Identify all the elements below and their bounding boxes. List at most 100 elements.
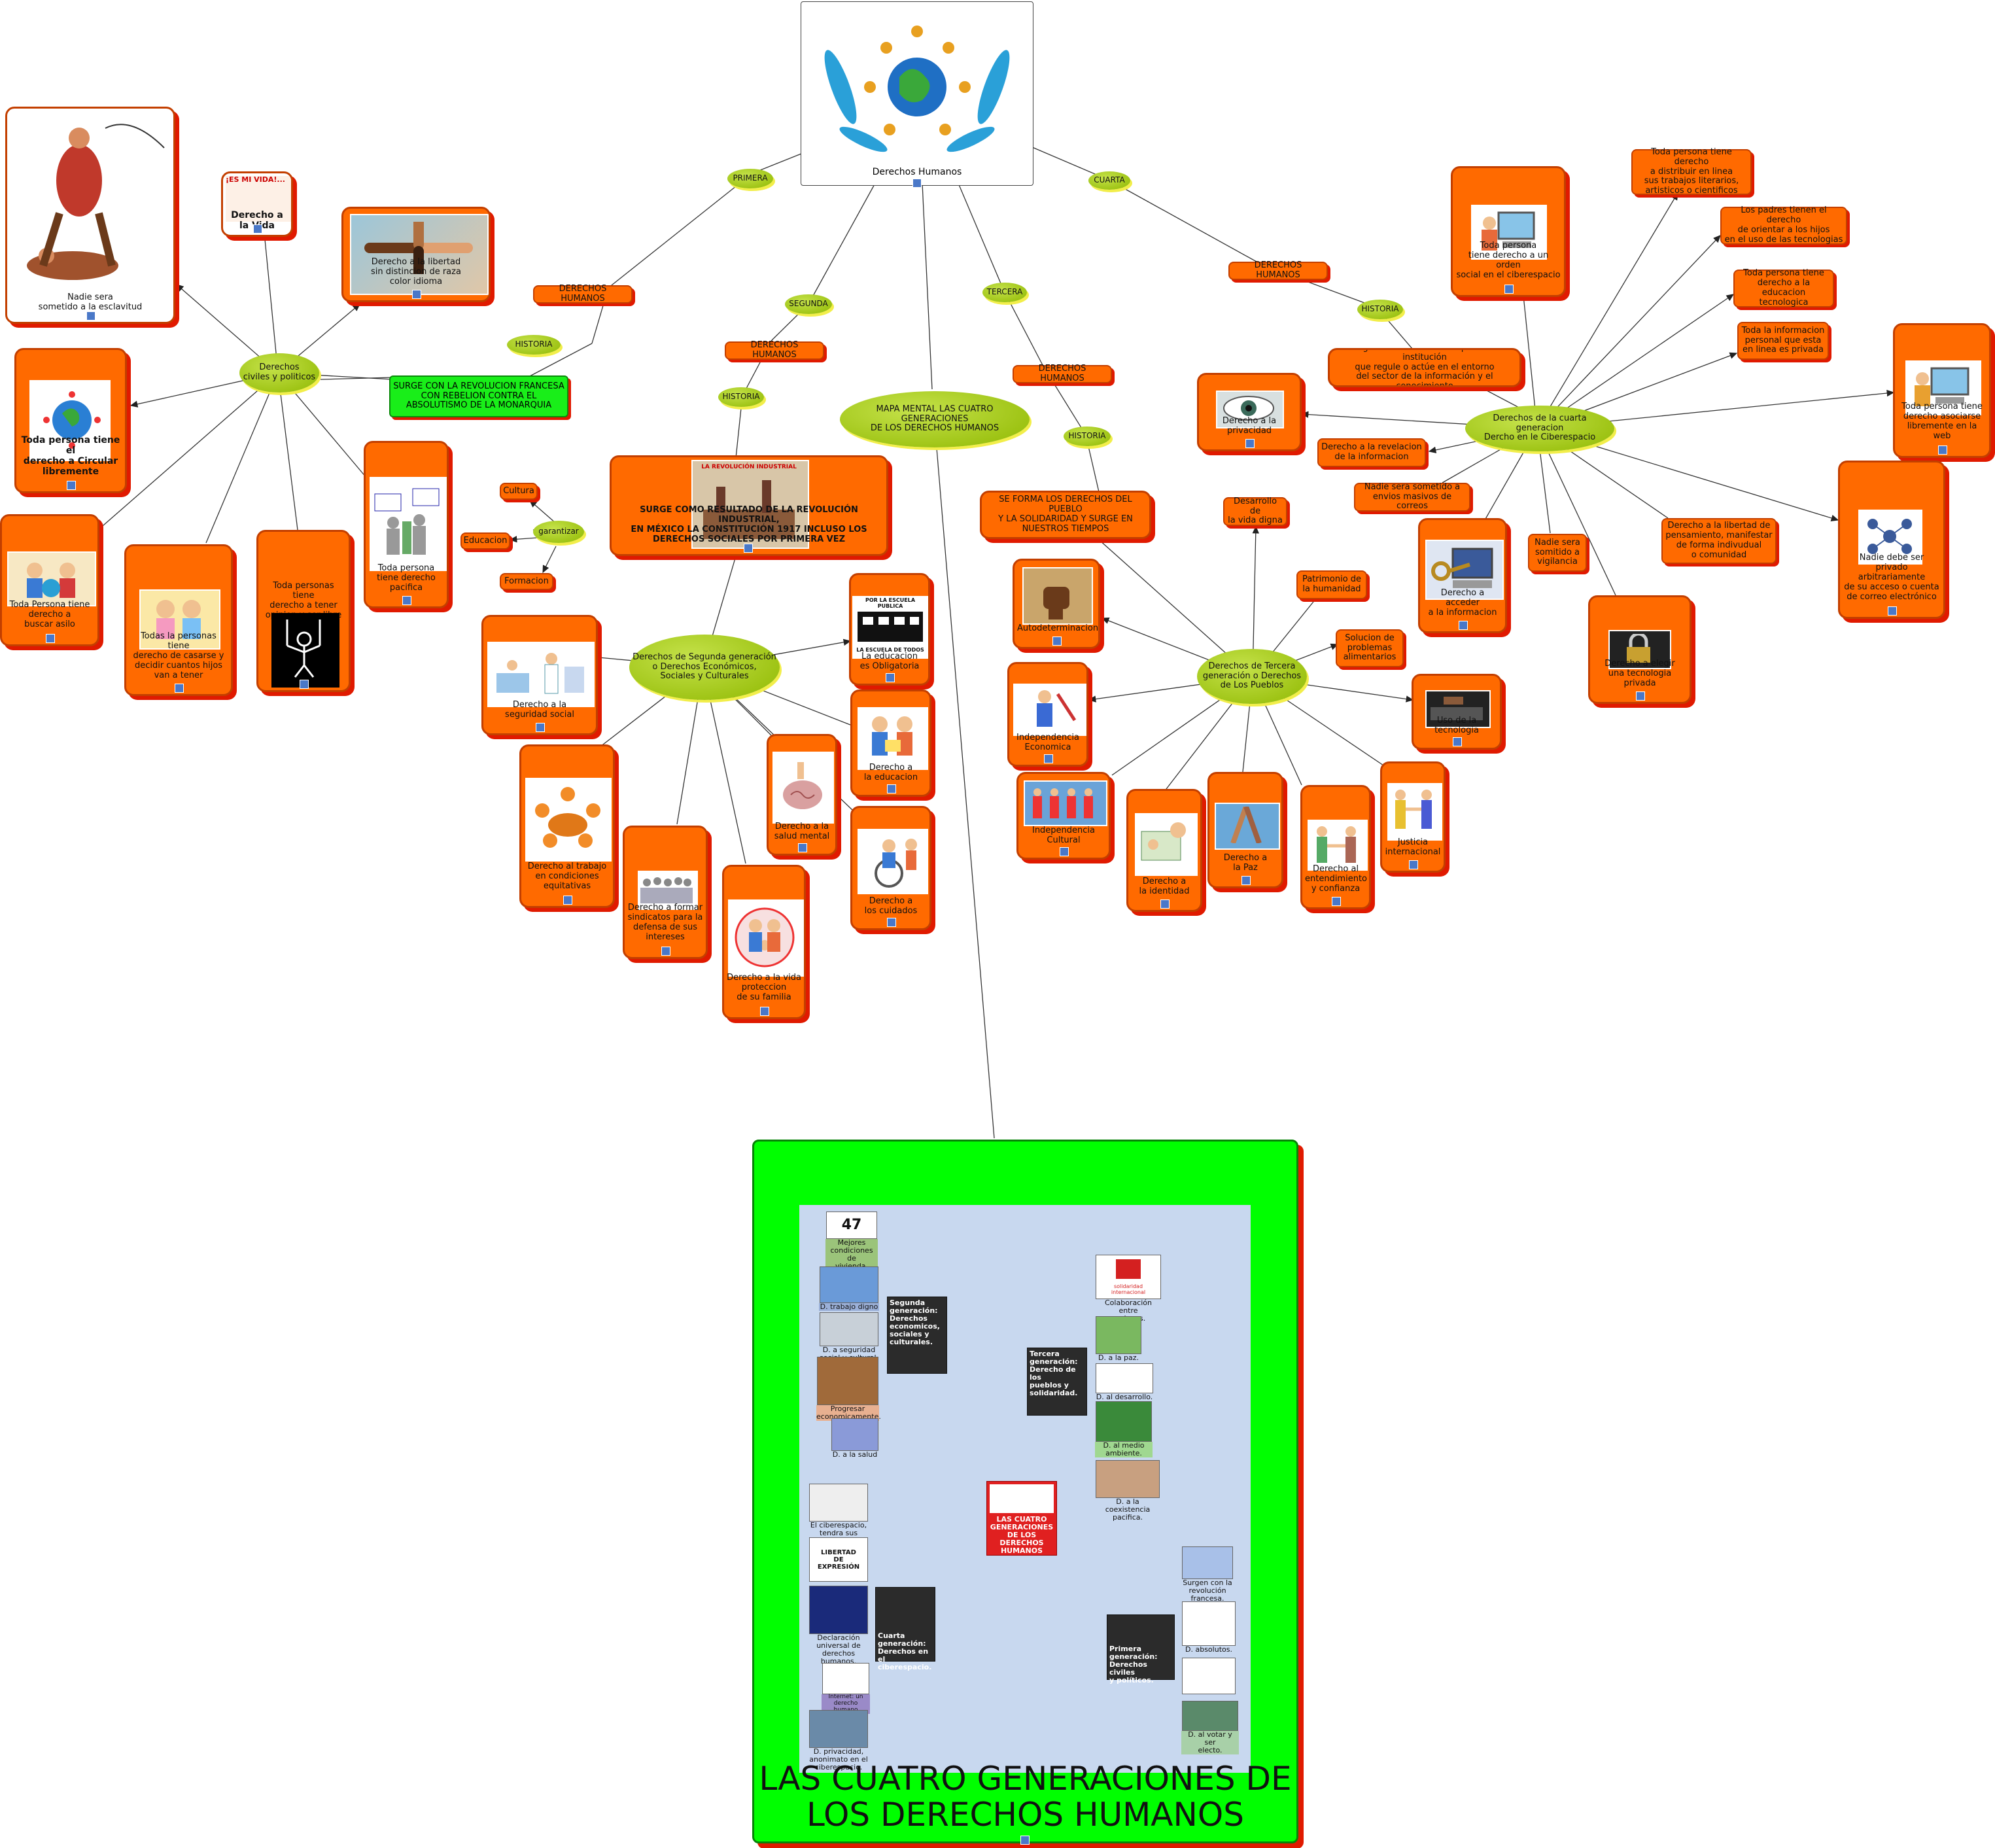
attachment-icon[interactable] — [912, 179, 922, 188]
emb-desarrollo[interactable]: D. al desarrollo. — [1095, 1363, 1154, 1401]
attachment-icon[interactable] — [253, 224, 262, 234]
card-autodeterminacion[interactable]: Autodeterminacion — [1013, 559, 1100, 649]
card-sindicatos[interactable]: Derecho a formar sindicatos para la defe… — [623, 826, 708, 959]
attachment-icon[interactable] — [798, 843, 807, 852]
emb-absolutos[interactable]: D. absolutos. — [1181, 1601, 1236, 1654]
attachment-icon[interactable] — [1409, 860, 1418, 869]
card-asociarse[interactable]: Toda persona tiene derecho asociarse lib… — [1893, 323, 1991, 458]
card-paz[interactable]: Derecho a la Paz — [1207, 772, 1283, 888]
emb-votar[interactable]: D. al votar y ser electo. — [1181, 1701, 1239, 1755]
attachment-icon[interactable] — [661, 947, 670, 956]
card-justicia[interactable]: Justicia internacional — [1380, 761, 1446, 873]
label-segunda[interactable]: SEGUNDA — [785, 294, 832, 314]
emb-center[interactable]: LAS CUATRO GENERACIONES DE LOS DERECHOS … — [986, 1481, 1057, 1556]
card-vida[interactable]: ¡ES MI VIDA!... Derecho a la Vida — [221, 171, 293, 237]
card-circular[interactable]: Toda persona tiene el derecho a Circular… — [14, 348, 127, 493]
dh-tag-segunda[interactable]: DERECHOS HUMANOS — [725, 340, 824, 360]
tag-educacion-tec[interactable]: Toda persona tiene derecho a la educacio… — [1733, 268, 1834, 307]
emb-surgen[interactable]: Surgen con la revolución francesa. — [1181, 1546, 1234, 1603]
attachment-icon[interactable] — [1044, 754, 1053, 763]
tag-pensamiento[interactable]: Derecho a la libertad de pensamiento, ma… — [1661, 518, 1777, 564]
card-identidad[interactable]: Derecho a la identidad — [1126, 789, 1202, 912]
garantizar-node[interactable]: garantizar — [533, 521, 584, 543]
card-esclavitud[interactable]: Nadie sera sometido a la esclavitud — [5, 107, 175, 324]
card-entendimiento[interactable]: Derecho al entendimiento y confianza — [1300, 785, 1371, 909]
dh-tag-cuarta[interactable]: DERECHOS HUMANOS — [1228, 260, 1328, 280]
card-libertad[interactable]: Derecho a la libertad sin distincion de … — [341, 207, 491, 302]
tag-vigilancia[interactable]: Nadie sera somitido a vigilancia — [1528, 534, 1587, 572]
card-casarse[interactable]: Todas la personas tiene derecho de casar… — [124, 544, 233, 696]
attachment-icon[interactable] — [887, 918, 896, 927]
historia-tercera[interactable]: HISTORIA — [1064, 427, 1111, 446]
tercera-surge[interactable]: SE FORMA LOS DERECHOS DEL PUEBLO Y LA SO… — [980, 491, 1151, 539]
emb-salud[interactable]: D. a la salud — [831, 1418, 879, 1459]
attachment-icon[interactable] — [1160, 899, 1170, 909]
card-cuidados[interactable]: Derecho a los cuidados — [850, 806, 931, 930]
card-obligatoria[interactable]: POR LA ESCUELA PUBLICA LA ESCUELA DE TOD… — [849, 573, 930, 686]
historia-cuarta[interactable]: HISTORIA — [1357, 300, 1403, 319]
tag-info-privada[interactable]: Toda la informacion personal que esta en… — [1737, 322, 1829, 360]
emb-progresar[interactable]: Progresar economicamente. — [816, 1357, 881, 1421]
emb-ciberespacio[interactable]: El ciberespacio, tendra sus leyes. — [808, 1484, 869, 1545]
attachment-icon[interactable] — [1332, 897, 1341, 906]
tercera-hub[interactable]: Derechos de Tercera generación o Derecho… — [1197, 649, 1307, 704]
attachment-icon[interactable] — [46, 634, 55, 643]
card-cultural[interactable]: Independencia Cultural — [1016, 772, 1111, 860]
tag-distribuir[interactable]: Toda persona tiene derecho a distribuir … — [1631, 147, 1752, 196]
emb-colaboracion[interactable]: solidaridad internacional Colaboración e… — [1095, 1255, 1162, 1323]
card-pacifica[interactable]: Toda persona tiene derecho pacifica — [364, 441, 449, 608]
primera-hub[interactable]: Derechos civiles y politicos — [239, 353, 319, 392]
emb-medio[interactable]: D. al medio ambiente. — [1095, 1401, 1153, 1458]
emb-privacidad[interactable]: D. privacidad, anonimato en el ciberespa… — [808, 1710, 869, 1771]
attachment-icon[interactable] — [402, 596, 411, 605]
emb-paz[interactable]: D. a la paz. — [1095, 1316, 1142, 1362]
attachment-icon[interactable] — [1020, 1836, 1030, 1845]
attachment-icon[interactable] — [1052, 636, 1062, 646]
attachment-icon[interactable] — [1636, 691, 1645, 701]
card-trabajo[interactable]: Derecho al trabajo en condiciones equita… — [519, 744, 615, 908]
attachment-icon[interactable] — [67, 481, 76, 490]
attachment-icon[interactable] — [1453, 737, 1462, 746]
attachment-icon[interactable] — [563, 896, 572, 905]
tag-correos[interactable]: Nadie sera sometido a envios masivos de … — [1354, 482, 1470, 512]
card-salud[interactable]: Derecho a la salud mental — [767, 734, 837, 856]
dh-tag-primera[interactable]: DERECHOS HUMANOS — [533, 284, 633, 304]
historia-primera[interactable]: HISTORIA — [507, 335, 561, 355]
card-seguridad[interactable]: Derecho a la seguridad social — [481, 615, 598, 735]
attachment-icon[interactable] — [1245, 439, 1255, 448]
tag-vida-digna[interactable]: Desarrollo de la vida digna — [1223, 497, 1287, 526]
attachment-icon[interactable] — [175, 684, 184, 693]
card-acceder[interactable]: Derecho a acceder a la informacion — [1418, 518, 1507, 633]
tag-alimentarios[interactable]: Solucion de problemas alimentarios — [1336, 629, 1404, 667]
attachment-icon[interactable] — [1459, 621, 1468, 630]
attachment-icon[interactable] — [412, 290, 421, 299]
emb-segunda[interactable]: Segunda generación: Derechos economicos,… — [887, 1297, 947, 1374]
emb-trabajo[interactable]: D. trabajo digno — [819, 1266, 879, 1312]
card-asilo[interactable]: Toda Persona tiene derecho a buscar asil… — [0, 514, 99, 646]
label-primera[interactable]: PRIMERA — [727, 169, 773, 188]
dh-tag-tercera[interactable]: DERECHOS HUMANOS — [1013, 364, 1112, 383]
emb-cuarta[interactable]: Cuarta generación: Derechos en el cibere… — [875, 1587, 935, 1671]
card-privacidad[interactable]: Derecho a la privacidad — [1197, 373, 1302, 451]
card-orden[interactable]: Toda persona tiene derecho a un orden so… — [1451, 166, 1566, 297]
emb-vivienda[interactable]: 47 Mejores condiciones de vivienda. — [825, 1212, 878, 1271]
card-educacion[interactable]: Derecho a la educacion — [850, 689, 931, 797]
tag-padres[interactable]: Los padres tienen el derecho de orientar… — [1720, 205, 1847, 245]
card-economica[interactable]: Independencia Economica — [1007, 662, 1088, 767]
tag-patrimonio[interactable]: Patrimonio de la humanidad — [1296, 570, 1367, 599]
educacion-tag[interactable]: Educacion — [460, 532, 510, 549]
emb-declaracion[interactable]: Declaración universal de derechos humano… — [808, 1586, 869, 1665]
historia-segunda[interactable]: HISTORIA — [718, 387, 764, 407]
attachment-icon[interactable] — [86, 311, 95, 321]
segunda-hub[interactable]: Derechos de Segunda generación o Derecho… — [629, 635, 780, 700]
emb-seguridad[interactable]: D. a seguridad social y cultural. — [819, 1312, 879, 1362]
emb-coexistencia[interactable]: D. a la coexistencia pacifica. — [1095, 1460, 1160, 1522]
attachment-icon[interactable] — [1241, 876, 1251, 885]
attachment-icon[interactable] — [300, 680, 309, 689]
cuarta-reguladora[interactable]: Reguladora con el fin do que cada instit… — [1328, 348, 1521, 387]
emb-tercera[interactable]: Tercera generación: Derecho de los puebl… — [1027, 1348, 1087, 1416]
attachment-icon[interactable] — [1888, 606, 1897, 616]
emb-primera[interactable]: Primera generación: Derechos civiles y p… — [1107, 1614, 1175, 1684]
attachment-icon[interactable] — [886, 673, 895, 682]
attachment-icon[interactable] — [1504, 285, 1514, 294]
